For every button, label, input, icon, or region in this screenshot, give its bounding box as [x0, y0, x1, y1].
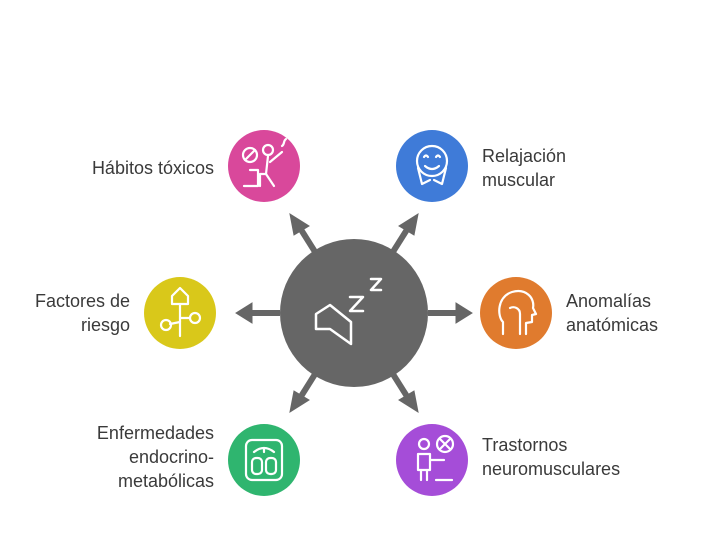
- label-line: neuromusculares: [482, 459, 621, 479]
- label-line: Hábitos tóxicos: [91, 158, 214, 178]
- label-habitos: Hábitos tóxicos: [92, 156, 214, 180]
- label-line: muscular: [482, 170, 556, 190]
- center-node: [280, 239, 428, 387]
- label-line: Anomalías: [566, 291, 652, 311]
- person-smoking-icon: [241, 137, 288, 188]
- node-habitos: [228, 130, 300, 202]
- label-line: riesgo: [80, 315, 130, 335]
- label-enfermedades: Enfermedades endocrino- metabólicas: [97, 421, 214, 493]
- arrow-down-right: [388, 369, 419, 414]
- label-line: anatómicas: [566, 315, 659, 335]
- label-factores: Factores de riesgo: [35, 289, 130, 337]
- risk-branch-icon: [159, 286, 202, 338]
- label-line: Relajación: [482, 146, 567, 166]
- arrow-right: [428, 302, 473, 324]
- arrows: [235, 212, 473, 414]
- weight-scale-icon: [244, 438, 284, 482]
- label-line: Enfermedades: [96, 423, 214, 443]
- arrow-down-left: [289, 369, 320, 414]
- arrow-left: [235, 302, 280, 324]
- arrow-up-left: [289, 212, 320, 257]
- relaxed-face-icon: [415, 144, 449, 186]
- snoring-face-icon: [314, 277, 383, 346]
- node-relajacion: [396, 130, 468, 202]
- node-anomalias: [480, 277, 552, 349]
- label-line: endocrino-: [128, 447, 214, 467]
- node-enfermedades: [228, 424, 300, 496]
- head-profile-icon: [498, 290, 538, 336]
- node-factores: [144, 277, 216, 349]
- label-line: Factores de: [34, 291, 130, 311]
- arrow-up-right: [388, 212, 419, 257]
- node-trastornos: [396, 424, 468, 496]
- label-anomalias: Anomalías anatómicas: [566, 289, 658, 337]
- label-relajacion: Relajación muscular: [482, 144, 566, 192]
- label-line: metabólicas: [117, 471, 214, 491]
- person-disorder-icon: [416, 434, 455, 482]
- label-line: Trastornos: [482, 435, 568, 455]
- label-trastornos: Trastornos neuromusculares: [482, 433, 620, 481]
